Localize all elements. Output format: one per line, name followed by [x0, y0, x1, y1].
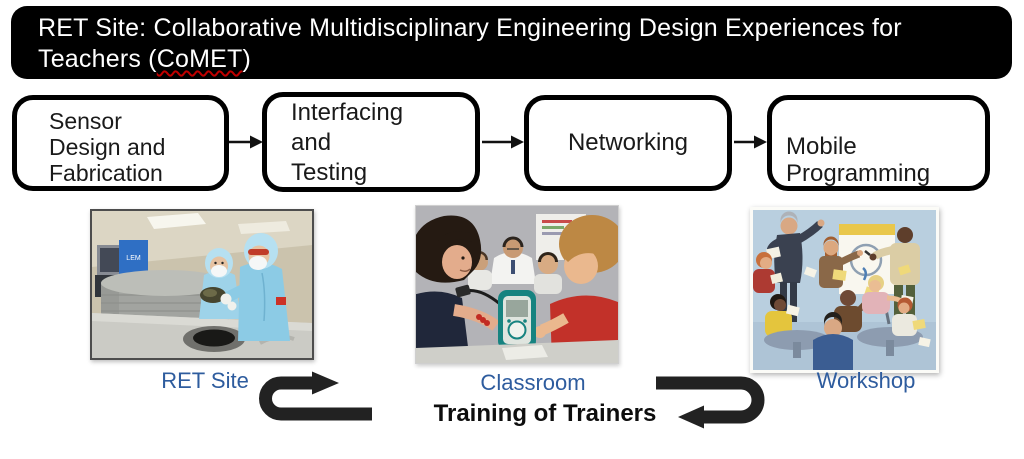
classroom-photo — [415, 205, 619, 364]
u-turn-arrow-left-icon — [259, 371, 372, 421]
title-text: RET Site: Collaborative Multidisciplinar… — [11, 6, 1012, 75]
caption-ret-site: RET Site — [161, 368, 249, 393]
flow-arrow-3-icon — [734, 135, 767, 149]
flow-arrow-2-icon — [482, 135, 524, 149]
caption-classroom: Classroom — [480, 370, 586, 395]
title-text-after: ) — [242, 45, 251, 73]
flow-box-networking: Networking — [524, 95, 732, 191]
flow-box-mobile-programming: Mobile Programming — [767, 95, 990, 191]
classroom-image — [416, 206, 618, 363]
u-turn-arrow-right-icon — [656, 376, 765, 429]
misspelled-word: CoMET — [156, 45, 243, 73]
workshop-image — [753, 210, 936, 370]
flow-arrow-1-icon — [229, 135, 263, 149]
workshop-illustration — [750, 207, 939, 373]
title-text-before: RET Site: Collaborative Multidisciplinar… — [38, 14, 902, 73]
flow-box-interfacing-testing: Interfacing and Testing — [262, 92, 480, 192]
cleanroom-image: LEM — [92, 211, 312, 358]
flow-box-label: Sensor Design and Fabrication — [49, 108, 166, 186]
title-banner: RET Site: Collaborative Multidisciplinar… — [11, 6, 1012, 79]
training-of-trainers-label: Training of Trainers — [433, 400, 657, 427]
flow-box-label: Networking — [567, 129, 689, 156]
equipment-label: LEM — [126, 255, 141, 262]
caption-workshop: Workshop — [816, 368, 916, 393]
flow-box-sensor-design-fabrication: Sensor Design and Fabrication — [12, 95, 229, 191]
flow-box-label: Mobile Programming — [786, 133, 931, 187]
flow-box-label: Interfacing and Testing — [291, 99, 404, 186]
ret-site-photo: LEM — [90, 209, 314, 360]
